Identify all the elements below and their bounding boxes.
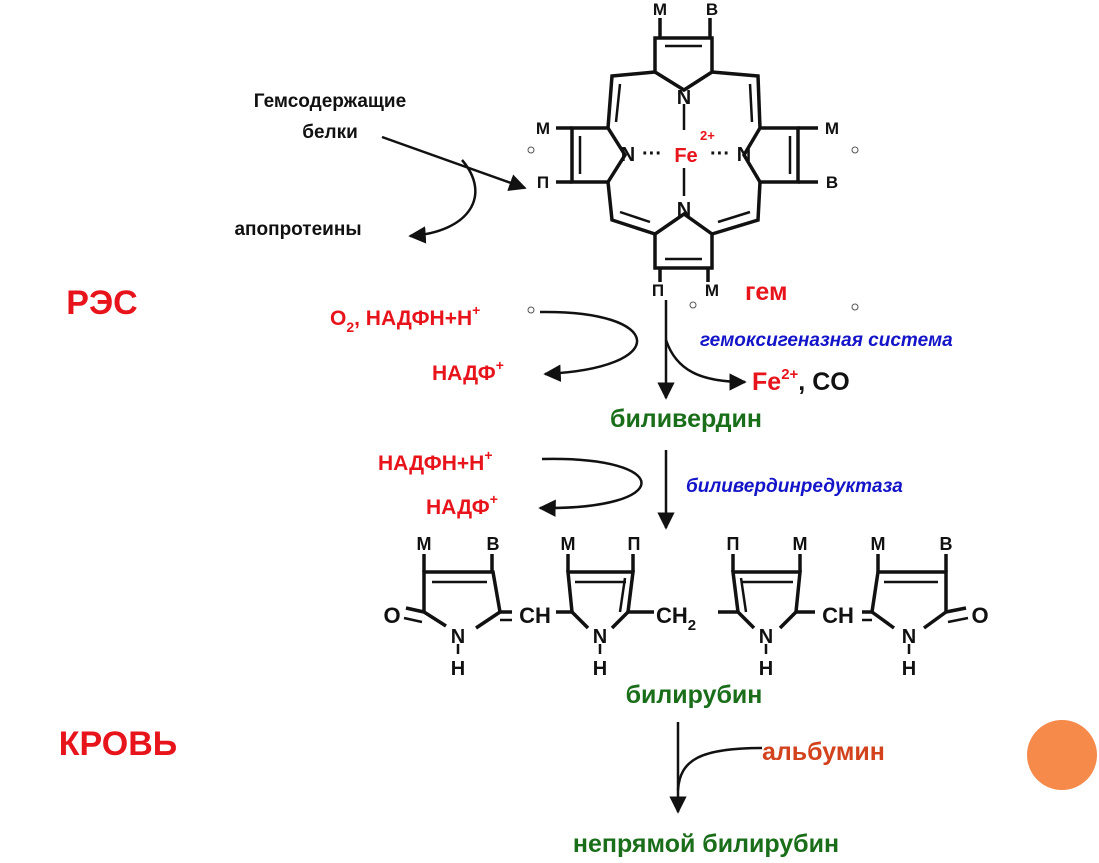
selection-handle: [689, 301, 697, 309]
heme-n-left: N: [621, 144, 635, 166]
source-label-line2: белки: [302, 122, 358, 143]
bili-ch2: CH2: [656, 603, 696, 634]
bili-subst-7: М: [871, 534, 886, 554]
bili-h-2: H: [593, 658, 607, 680]
heme-n-right: N: [737, 144, 751, 166]
albumin-label: альбумин: [762, 738, 885, 766]
proteins-to-heme-arrow: [381, 135, 527, 191]
bili-subst-4: П: [628, 534, 641, 554]
heme-subst-3: М: [536, 119, 550, 138]
heme-fe: Fe: [674, 145, 697, 167]
bili-ch-2: CH: [822, 603, 854, 628]
selection-handle: [851, 146, 859, 154]
bili-subst-2: В: [487, 534, 500, 554]
bili-h-4: H: [902, 658, 916, 680]
heme-fe-charge: 2+: [700, 128, 715, 143]
heme-dots-left: ···: [642, 143, 662, 165]
indirect-bilirubin-label: непрямой билирубин: [573, 830, 839, 858]
step2-cofactor-out: НАДФ+: [432, 357, 504, 385]
heme-dots-right: ···: [710, 143, 730, 165]
nadph-cycle-arrow-1: [539, 310, 639, 382]
heme-subst-4: М: [825, 119, 839, 138]
bilirubin-label: билирубин: [626, 681, 763, 709]
heme-subst-6: П: [537, 173, 549, 192]
bili-h-3: H: [759, 658, 773, 680]
selection-handle: [527, 306, 535, 314]
fe-co-release-arrow: [664, 339, 747, 391]
step3-cofactor-out: НАДФ+: [426, 491, 498, 519]
heme-label: гем: [745, 278, 787, 306]
heme-structure: N N N N ··· ··· Fe 2+ М В М М В П П М: [527, 0, 859, 314]
heme-n-top: N: [677, 87, 691, 109]
step2-cofactor-in: O2, НАДФН+Н+: [330, 302, 480, 335]
biliverdin-reductase-enzyme: биливердинредуктаза: [686, 476, 903, 497]
bili-h-1: H: [451, 658, 465, 680]
bilirubin-structure: O O N N N N H H H H CH CH CH2 М В М П П …: [383, 534, 988, 680]
compartment-res: РЭС: [66, 284, 137, 322]
heme-subst-8: М: [705, 281, 719, 300]
decorative-circle: [1027, 720, 1097, 790]
albumin-binding-arrow: [676, 746, 763, 791]
bili-n-3: N: [759, 626, 773, 648]
heme-subst-7: П: [652, 281, 664, 300]
bili-n-2: N: [593, 626, 607, 648]
bili-subst-6: М: [793, 534, 808, 554]
bili-o-left: O: [383, 603, 400, 628]
bili-n-1: N: [451, 626, 465, 648]
biliverdin-label: биливердин: [610, 405, 762, 433]
nadph-cycle-arrow-2: [538, 457, 643, 517]
bili-o-right: O: [971, 603, 988, 628]
heme-subst-2: В: [706, 0, 718, 19]
bili-subst-3: М: [561, 534, 576, 554]
selection-handle: [851, 303, 859, 311]
bili-subst-8: В: [940, 534, 953, 554]
selection-handle: [527, 146, 535, 154]
bili-subst-1: М: [417, 534, 432, 554]
heme-subst-1: М: [653, 0, 667, 19]
apoprotein-release-arrow: [408, 159, 477, 244]
compartment-blood: КРОВЬ: [59, 725, 177, 763]
heme-oxygenase-enzyme: гемоксигеназная система: [700, 330, 953, 351]
source-label-line1: Гемсодержащие: [254, 91, 406, 112]
bili-n-4: N: [902, 626, 916, 648]
apoproteins-label: апопротеины: [234, 219, 361, 240]
heme-subst-5: В: [826, 173, 838, 192]
step3-cofactor-in: НАДФН+Н+: [378, 447, 493, 475]
bili-ch-1: CH: [519, 603, 551, 628]
bili-subst-5: П: [727, 534, 740, 554]
heme-n-bottom: N: [677, 199, 691, 221]
released-products: Fe2+, CO: [752, 366, 850, 396]
